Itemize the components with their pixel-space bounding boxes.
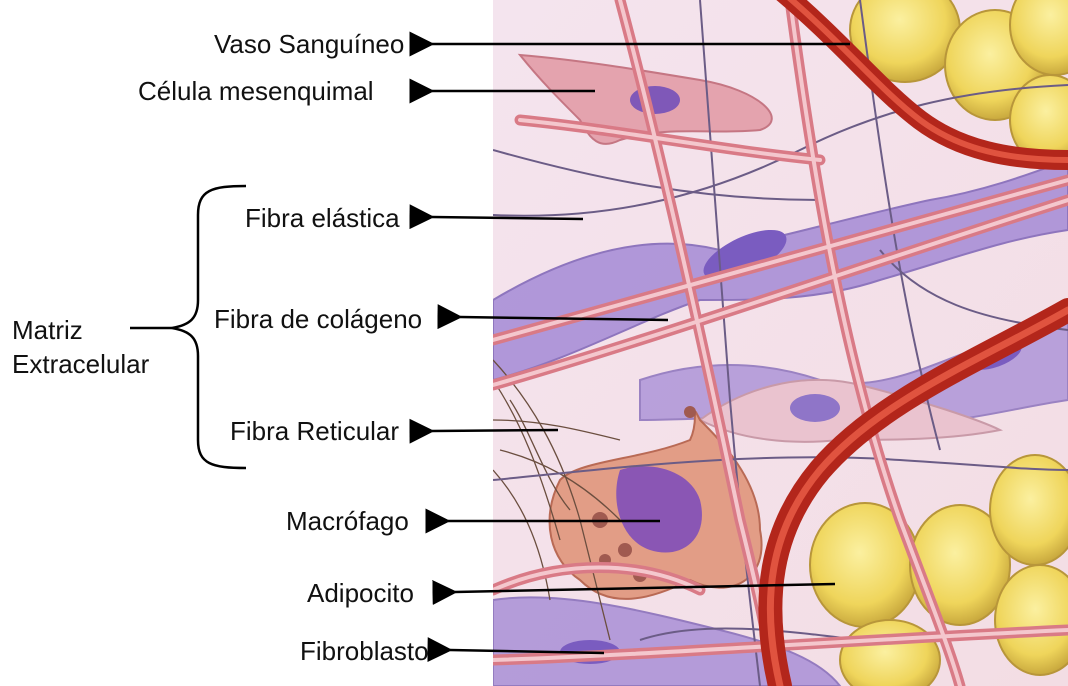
label-fibra-reticular: Fibra Reticular (230, 418, 399, 444)
label-fibra-colageno: Fibra de colágeno (214, 306, 422, 332)
arrow-adipocito (455, 584, 835, 592)
arrow-colageno (460, 317, 668, 320)
arrow-fibroblasto (450, 650, 604, 653)
label-fibroblasto: Fibroblasto (300, 638, 429, 664)
label-matriz-line2: Extracelular (12, 347, 149, 381)
arrow-reticular (432, 430, 558, 431)
label-matriz-extracelular: Matriz Extracelular (12, 313, 149, 382)
label-macrofago: Macrófago (286, 508, 409, 534)
label-matriz-line1: Matriz (12, 313, 149, 347)
label-fibra-elastica: Fibra elástica (245, 205, 400, 231)
label-adipocito: Adipocito (307, 580, 414, 606)
label-vaso-sanguineo: Vaso Sanguíneo (214, 31, 404, 57)
arrow-elastica (432, 217, 583, 219)
label-celula-mesenquimal: Célula mesenquimal (138, 78, 374, 104)
